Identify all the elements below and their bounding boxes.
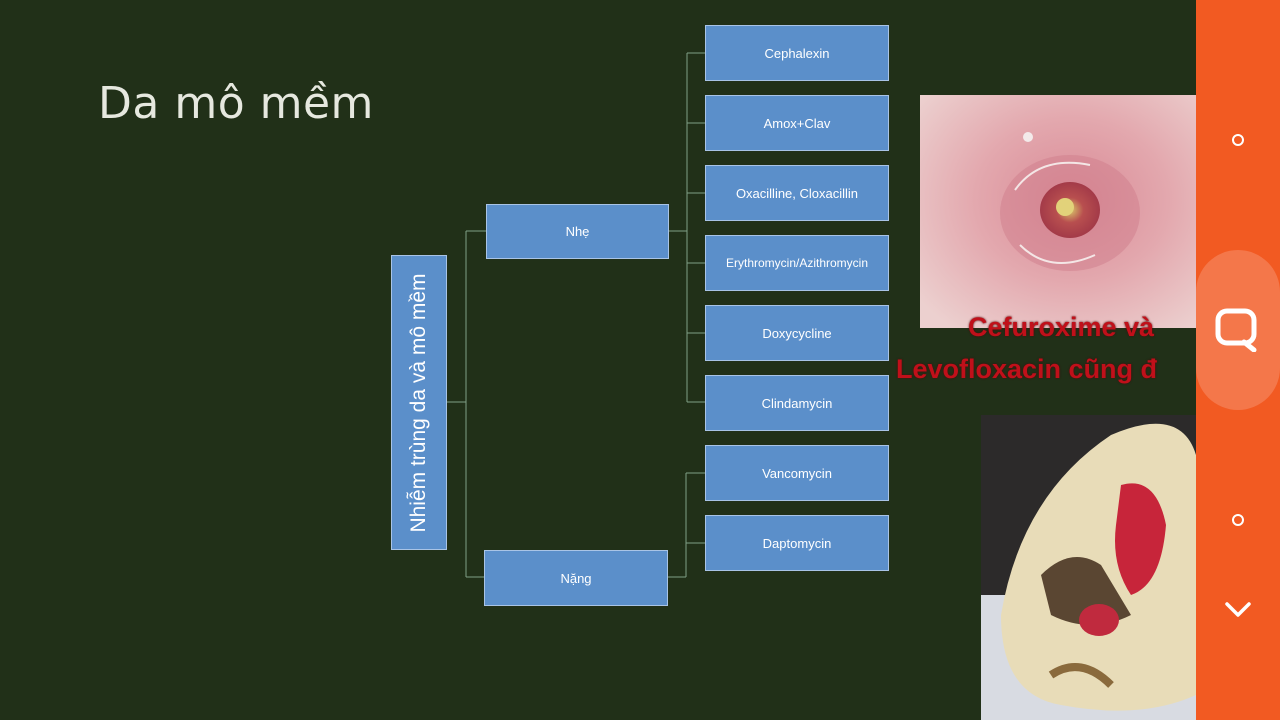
caption-line-1: Cefuroxime và: [968, 312, 1155, 342]
connector-lines: [447, 52, 705, 578]
slide: Da mô mềm Nhiễm trùng da và mô mềm N: [98, 25, 1196, 720]
drug-node: Oxacilline, Cloxacillin: [705, 165, 889, 221]
foot-wound-photo: [981, 415, 1196, 720]
chevron-down-icon: [1225, 602, 1251, 617]
severe-node: Nặng: [484, 550, 668, 606]
drug-node: Vancomycin: [705, 445, 889, 501]
drug-node: Cephalexin: [705, 25, 889, 81]
slide-title: Da mô mềm: [98, 78, 374, 129]
root-node: Nhiễm trùng da và mô mềm: [391, 255, 447, 550]
caption-line-2: Levofloxacin cũng đ: [896, 354, 1158, 384]
drug-node: Daptomycin: [705, 515, 889, 571]
circle-icon: [1232, 514, 1244, 526]
drug-node: Doxycycline: [705, 305, 889, 361]
search-button[interactable]: [1196, 305, 1280, 355]
skin-lesion-photo: [920, 95, 1196, 328]
circle-button-top[interactable]: [1196, 120, 1280, 160]
drug-node: Erythromycin/Azithromycin: [705, 235, 889, 291]
circle-icon: [1232, 134, 1244, 146]
drug-node: Amox+Clav: [705, 95, 889, 151]
drug-node: Clindamycin: [705, 375, 889, 431]
root-label: Nhiễm trùng da và mô mềm: [407, 272, 430, 533]
search-icon: [1215, 308, 1257, 352]
mild-node: Nhẹ: [486, 204, 669, 259]
collapse-button[interactable]: [1196, 590, 1280, 630]
circle-button-bottom[interactable]: [1196, 500, 1280, 540]
search-pill[interactable]: [1196, 250, 1280, 410]
